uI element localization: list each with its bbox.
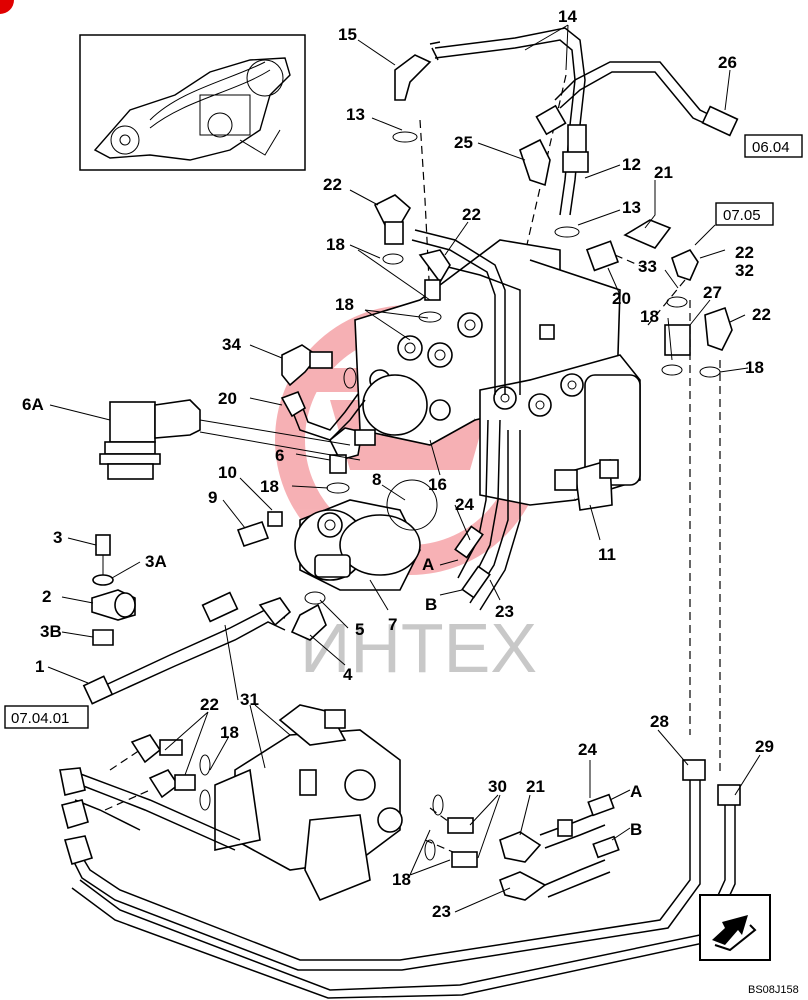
label-18f: 18 xyxy=(220,723,239,742)
label-4: 4 xyxy=(343,665,353,684)
label-18b: 18 xyxy=(640,307,659,326)
label-27: 27 xyxy=(703,283,722,302)
label-3b: 3B xyxy=(40,622,62,641)
label-16: 16 xyxy=(428,475,447,494)
label-30: 30 xyxy=(488,777,507,796)
pump-31 xyxy=(214,704,403,902)
upper-right-fittings xyxy=(585,219,733,378)
label-15: 15 xyxy=(338,25,357,44)
hose-1 xyxy=(82,591,292,705)
label-5: 5 xyxy=(355,620,364,639)
label-29: 29 xyxy=(755,737,774,756)
direction-arrow-box xyxy=(699,894,771,961)
label-1: 1 xyxy=(35,657,44,676)
label-18e: 18 xyxy=(260,477,279,496)
label-10: 10 xyxy=(218,463,237,482)
label-22c: 22 xyxy=(735,243,754,262)
pump-7 xyxy=(236,479,438,641)
label-24b: 24 xyxy=(578,740,597,759)
label-33: 33 xyxy=(638,257,657,276)
callout-labels: 15 14 13 26 25 12 13 21 22 22 18 22 32 3… xyxy=(22,7,774,921)
label-22b: 22 xyxy=(462,205,481,224)
label-32: 32 xyxy=(735,261,754,280)
label-25: 25 xyxy=(454,133,473,152)
label-18g: 18 xyxy=(392,870,411,889)
fitting-6a-detail xyxy=(99,399,361,480)
label-13b: 13 xyxy=(622,198,641,217)
label-18d: 18 xyxy=(335,295,354,314)
label-3: 3 xyxy=(53,528,62,547)
label-6a: 6A xyxy=(22,395,44,414)
label-24a: 24 xyxy=(455,495,474,514)
label-9: 9 xyxy=(208,488,217,507)
main-valve-assembly xyxy=(354,239,641,511)
label-20b: 20 xyxy=(218,389,237,408)
ref-06-04: 06.04 xyxy=(752,139,790,156)
label-26: 26 xyxy=(718,53,737,72)
watermark-text: ИНТЕХ xyxy=(300,609,537,687)
label-8: 8 xyxy=(372,470,381,489)
label-23a: 23 xyxy=(495,602,514,621)
label-13a: 13 xyxy=(346,105,365,124)
label-21b: 21 xyxy=(526,777,545,796)
reference-boxes: 06.04 07.05 07.04.01 xyxy=(4,134,803,729)
label-28: 28 xyxy=(650,712,669,731)
label-7: 7 xyxy=(388,615,397,634)
label-12: 12 xyxy=(622,155,641,174)
label-18a: 18 xyxy=(326,235,345,254)
label-31: 31 xyxy=(240,690,259,709)
label-a1: A xyxy=(422,555,434,574)
lower-fittings xyxy=(130,734,620,901)
label-b1: B xyxy=(425,595,437,614)
label-b2: B xyxy=(630,820,642,839)
label-3a: 3A xyxy=(145,552,167,571)
long-tubes xyxy=(59,759,741,999)
corner-mark xyxy=(0,0,14,14)
ref-07-04-01: 07.04.01 xyxy=(11,710,69,727)
label-21a: 21 xyxy=(654,163,673,182)
label-20a: 20 xyxy=(612,289,631,308)
label-6: 6 xyxy=(275,446,284,465)
label-22d: 22 xyxy=(752,305,771,324)
valve-hoses xyxy=(373,194,521,611)
label-a2: A xyxy=(630,782,642,801)
drawing-code: BS08J158 xyxy=(748,984,799,996)
clamp-assembly xyxy=(91,534,136,646)
label-22e: 22 xyxy=(200,695,219,714)
label-14: 14 xyxy=(558,7,577,26)
label-23b: 23 xyxy=(432,902,451,921)
label-18c: 18 xyxy=(745,358,764,377)
label-11: 11 xyxy=(598,545,616,564)
ref-07-05: 07.05 xyxy=(723,207,761,224)
label-22a: 22 xyxy=(323,175,342,194)
label-2: 2 xyxy=(42,587,51,606)
leader-lines xyxy=(47,24,761,913)
inset-overview xyxy=(79,34,306,171)
top-hoses xyxy=(392,27,739,238)
label-34: 34 xyxy=(222,335,241,354)
left-fittings xyxy=(280,344,376,494)
